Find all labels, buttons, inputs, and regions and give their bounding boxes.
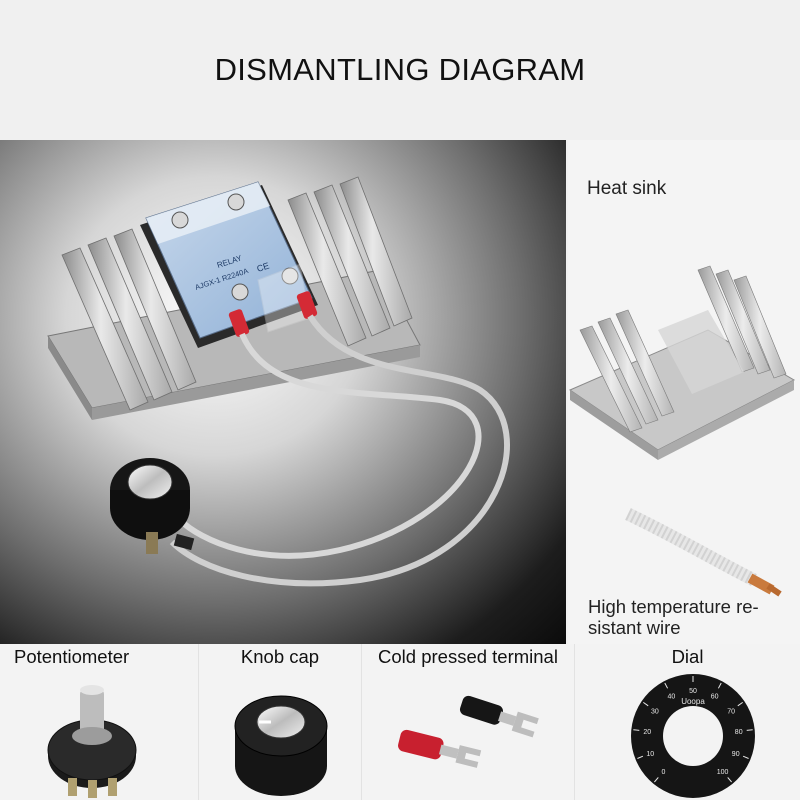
dial-tick-label: 70 — [727, 708, 735, 715]
dial-photo: Uoopa 0 10 20 30 40 50 60 70 80 90 100 — [631, 674, 755, 798]
dial-tick-mark — [664, 682, 669, 689]
heat-sink-assembly — [47, 176, 421, 420]
solid-state-relay: RELAY AJGX-1 R2240A CE — [140, 181, 318, 348]
divider — [198, 644, 199, 800]
dial-tick-mark — [742, 755, 749, 759]
dial-cell: Dial Uoopa 0 10 20 30 40 50 60 70 80 90 100 — [575, 644, 800, 800]
dial-tick-label: 0 — [661, 769, 665, 776]
potentiometer-cell: Potentiometer — [0, 644, 198, 800]
cold-pressed-terminal-photo — [398, 695, 539, 768]
knob-cap-cell: Knob cap — [199, 644, 361, 800]
dial-tick-mark — [643, 701, 649, 707]
high-temperature-wire-photo — [625, 508, 782, 597]
wire-2 — [169, 314, 510, 587]
dial-tick-label: 50 — [689, 688, 697, 695]
divider — [361, 644, 362, 800]
divider — [574, 644, 575, 800]
dial-brand: Uoopa — [681, 697, 705, 706]
knob-cap-label: Knob cap — [240, 646, 320, 667]
main-product-photo: RELAY AJGX-1 R2240A CE — [0, 140, 566, 644]
dial-tick-mark — [737, 701, 743, 707]
dial-tick-mark — [654, 777, 659, 783]
wire-label-line-2: sistant wire — [588, 617, 681, 638]
knob-cap-photo — [234, 695, 328, 796]
dial-label: Dial — [671, 646, 704, 667]
heat-sink-label: Heat sink — [587, 178, 667, 199]
relay-ce-mark: CE — [256, 261, 271, 274]
dial-center-hole — [663, 706, 723, 766]
potentiometer-label: Potentiometer — [14, 646, 130, 667]
page-title: DISMANTLING DIAGRAM — [214, 52, 586, 87]
dial-tick-label: 10 — [646, 751, 654, 758]
dial-tick-mark — [633, 729, 640, 731]
potentiometer-photo — [47, 685, 137, 798]
dial-tick-mark — [637, 755, 644, 759]
header-banner: DISMANTLING DIAGRAM — [0, 0, 800, 140]
dial-tick-label: 30 — [651, 708, 659, 715]
dial-tick-label: 60 — [711, 693, 719, 700]
dial-tick-mark — [746, 729, 753, 731]
dial-tick-label: 80 — [735, 729, 743, 736]
dial-tick-label: 20 — [643, 729, 651, 736]
cold-pressed-terminal-label: Cold pressed terminal — [378, 646, 558, 667]
wire-label: High temperature re- sistant wire — [588, 596, 800, 638]
dial-tick-label: 100 — [717, 769, 729, 776]
dial-tick-label: 90 — [732, 751, 740, 758]
red-terminal-left — [228, 309, 250, 337]
dial-tick-label: 40 — [668, 693, 676, 700]
assembled-regulator-illustration: RELAY AJGX-1 R2240A CE — [47, 176, 510, 587]
component-row: Potentiometer Knob cap — [0, 644, 800, 800]
heat-sink-photo — [568, 265, 796, 460]
terminal-cell: Cold pressed terminal — [362, 644, 574, 800]
wire-label-line-1: High temperature re- — [588, 596, 759, 617]
red-terminal-right — [296, 291, 318, 319]
dial-tick-group: 0 10 20 30 40 50 60 70 80 90 100 — [633, 676, 753, 783]
dial-tick-mark — [727, 777, 732, 783]
mounted-knob — [110, 458, 195, 554]
wire-1 — [177, 332, 482, 559]
dial-tick-mark — [717, 682, 722, 689]
side-panel: Heat sink High temperature re- sistant w… — [568, 140, 800, 644]
